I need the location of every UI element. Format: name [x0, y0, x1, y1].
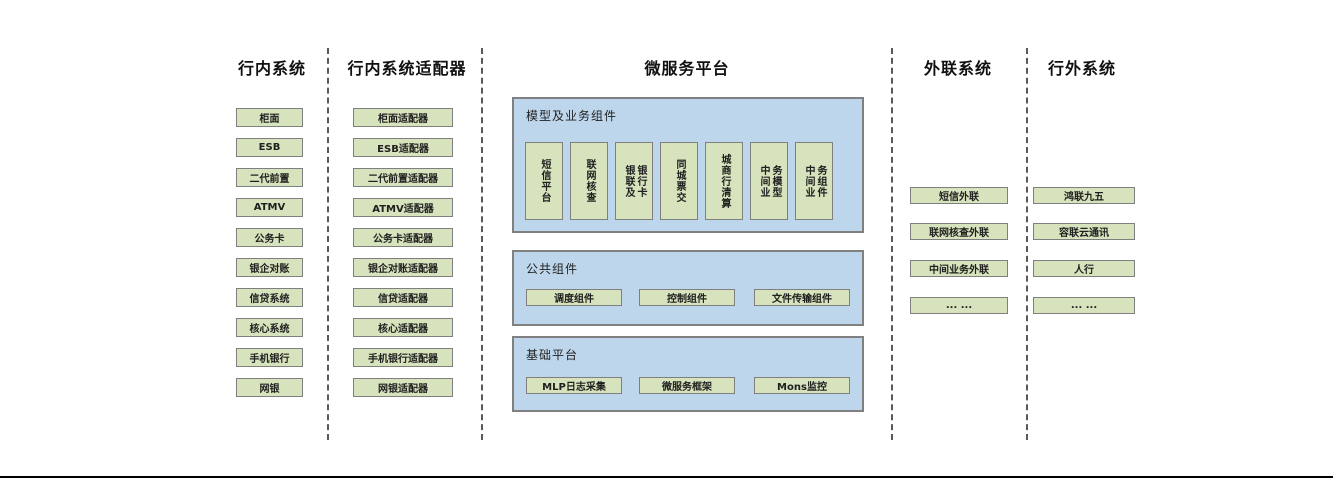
component-label: 联网核查 — [584, 159, 595, 203]
adapter-box: 核心适配器 — [353, 318, 453, 337]
outside-system-box: 人行 — [1033, 260, 1135, 277]
component-box: 中间业 务模型 — [750, 142, 788, 220]
adapter-box: ESB适配器 — [353, 138, 453, 157]
system-box: ATMV — [236, 198, 303, 217]
component-label: 城商行清算 — [719, 153, 730, 209]
adapter-box: 二代前置适配器 — [353, 168, 453, 187]
system-box: 信贷系统 — [236, 288, 303, 307]
component-label: 中间业 务组件 — [803, 164, 826, 198]
outside-system-box: ... ... — [1033, 297, 1135, 314]
component-label: 短信平台 — [539, 159, 550, 203]
adapter-box: 手机银行适配器 — [353, 348, 453, 367]
component-box: 同城票交 — [660, 142, 698, 220]
external-link-box: 中间业务外联 — [910, 260, 1008, 277]
system-box: 银企对账 — [236, 258, 303, 277]
system-box: ESB — [236, 138, 303, 157]
system-box: 公务卡 — [236, 228, 303, 247]
component-label: 中间业 务模型 — [758, 164, 781, 198]
outside-system-box: 容联云通讯 — [1033, 223, 1135, 240]
component-box: Mons监控 — [754, 377, 850, 394]
component-box: 控制组件 — [639, 289, 735, 306]
component-box: 银联及 银行卡 — [615, 142, 653, 220]
outside-system-box: 鸿联九五 — [1033, 187, 1135, 204]
adapter-box: 银企对账适配器 — [353, 258, 453, 277]
adapter-box: 公务卡适配器 — [353, 228, 453, 247]
adapter-box: 网银适配器 — [353, 378, 453, 397]
column-separator — [1026, 48, 1028, 440]
panel-title: 公共组件 — [526, 262, 579, 276]
column-title-outside-systems: 行外系统 — [1047, 59, 1116, 78]
component-box: 联网核查 — [570, 142, 608, 220]
column-separator — [891, 48, 893, 440]
adapter-box: 信贷适配器 — [353, 288, 453, 307]
component-box: 微服务框架 — [639, 377, 735, 394]
system-box: 手机银行 — [236, 348, 303, 367]
panel-base-platform: 基础平台 MLP日志采集 微服务框架 Mons监控 — [512, 336, 864, 412]
adapter-box: 柜面适配器 — [353, 108, 453, 127]
panel-title: 基础平台 — [526, 348, 579, 362]
adapter-box: ATMV适配器 — [353, 198, 453, 217]
panel-public-components: 公共组件 调度组件 控制组件 文件传输组件 — [512, 250, 864, 326]
external-link-box: 短信外联 — [910, 187, 1008, 204]
column-title-microservice-platform: 微服务平台 — [644, 59, 730, 78]
column-separator — [481, 48, 483, 440]
component-box: 文件传输组件 — [754, 289, 850, 306]
external-link-box: ... ... — [910, 297, 1008, 314]
column-title-internal-adapters: 行内系统适配器 — [347, 59, 467, 78]
component-box: MLP日志采集 — [526, 377, 622, 394]
component-box: 短信平台 — [525, 142, 563, 220]
column-title-external-link-systems: 外联系统 — [923, 59, 992, 78]
component-box: 中间业 务组件 — [795, 142, 833, 220]
system-box: 二代前置 — [236, 168, 303, 187]
column-separator — [327, 48, 329, 440]
bottom-divider — [0, 476, 1333, 478]
panel-title: 模型及业务组件 — [526, 109, 618, 123]
component-box: 调度组件 — [526, 289, 622, 306]
panel-model-business-components: 模型及业务组件 短信平台 联网核查 银联及 银行卡 同城票交 城商行清算 中间业… — [512, 97, 864, 233]
system-box: 核心系统 — [236, 318, 303, 337]
component-label: 银联及 银行卡 — [623, 164, 646, 198]
system-box: 柜面 — [236, 108, 303, 127]
system-box: 网银 — [236, 378, 303, 397]
external-link-box: 联网核查外联 — [910, 223, 1008, 240]
component-box: 城商行清算 — [705, 142, 743, 220]
column-title-internal-systems: 行内系统 — [237, 59, 306, 78]
component-label: 同城票交 — [674, 159, 685, 203]
